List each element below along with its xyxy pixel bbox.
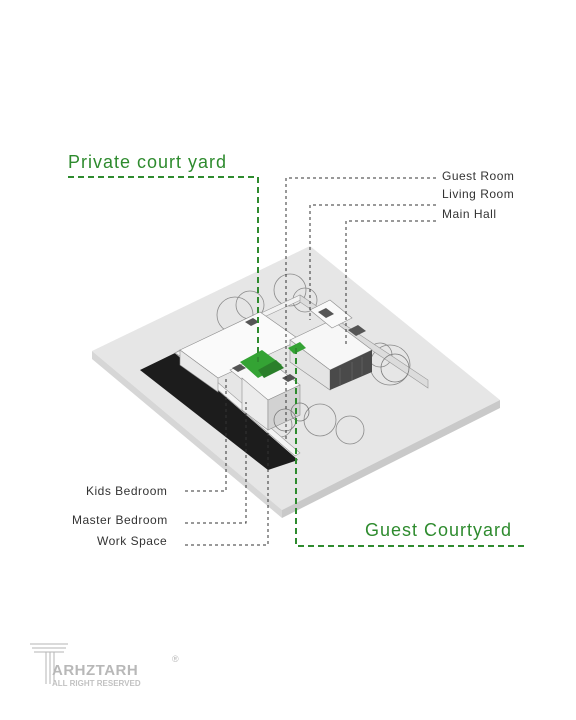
brand-logo: ARHZTARH ALL RIGHT RESERVED ®	[28, 640, 188, 697]
guest-room-skylight	[318, 308, 334, 318]
site-plate-right-edge	[282, 400, 500, 518]
logo-mark-icon	[30, 643, 68, 684]
leader-living-room	[309, 204, 436, 320]
cast-shadow	[140, 353, 298, 470]
label-guest-courtyard: Guest Courtyard	[365, 520, 513, 540]
label-living-room: Living Room	[442, 187, 515, 201]
bedroom-wing-side	[267, 384, 301, 431]
label-work-space: Work Space	[97, 534, 168, 548]
main-hall-skylight	[348, 325, 366, 336]
leader-main-hall	[345, 220, 436, 345]
private-courtyard-fill	[240, 350, 282, 378]
leader-kids-bedroom	[185, 378, 227, 492]
bedroom-skylight-2	[282, 374, 296, 382]
label-main-hall: Main Hall	[442, 207, 497, 221]
label-kids-bedroom: Kids Bedroom	[86, 484, 168, 498]
label-private-court-yard: Private court yard	[68, 152, 228, 172]
roof-skylight-3	[245, 318, 259, 326]
living-block-side	[330, 350, 372, 390]
logo-registered-mark: ®	[172, 654, 179, 664]
private-courtyard-edge	[258, 360, 284, 378]
label-master-bedroom: Master Bedroom	[72, 513, 168, 527]
leader-guest-room	[285, 177, 436, 440]
logo-text: ARHZTARH	[52, 662, 139, 679]
house-left-front	[179, 349, 219, 393]
bedroom-skylight-1	[232, 364, 246, 372]
leader-guest-courtyard	[295, 348, 524, 547]
label-guest-room: Guest Room	[442, 169, 515, 183]
leader-master-bedroom	[185, 402, 247, 524]
leader-private-court-yard	[68, 176, 259, 362]
logo-subtext: ALL RIGHT RESERVED	[52, 679, 141, 688]
site-plate-left-edge	[92, 351, 282, 518]
